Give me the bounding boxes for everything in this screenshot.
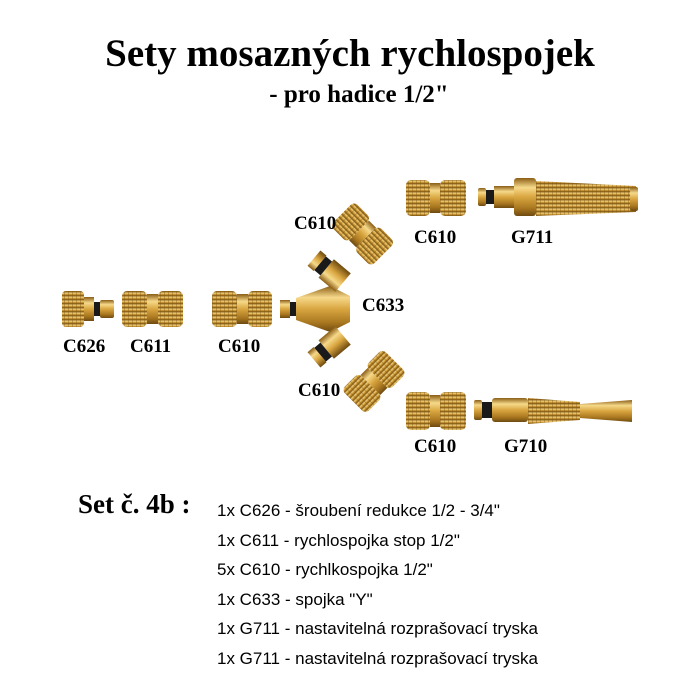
c610-bottom-part [406, 392, 466, 430]
c610-left-part [212, 291, 272, 327]
c610-upper-branch-part [332, 203, 394, 265]
label-g710: G710 [504, 436, 548, 457]
c633-part [280, 250, 351, 368]
c611-part [122, 291, 183, 327]
label-c610-left: C610 [218, 336, 261, 357]
set-item: 1x G711 - nastavitelná rozprašovací trys… [217, 619, 538, 638]
set-item: 5x C610 - rychlkospojka 1/2" [217, 560, 433, 579]
set-item: 1x C626 - šroubení redukce 1/2 - 3/4" [217, 501, 500, 520]
c610-lower-branch-part [343, 350, 405, 412]
label-c610-upper-branch: C610 [294, 213, 337, 234]
page-title: Sety mosazných rychlospojek [105, 32, 595, 75]
set-item: 1x C633 - spojka "Y" [217, 589, 373, 609]
label-c626: C626 [63, 336, 106, 357]
label-c610-bottom: C610 [414, 436, 457, 457]
set-item: 1x C611 - rychlospojka stop 1/2" [217, 530, 460, 550]
set-contents-list: 1x C626 - šroubení redukce 1/2 - 3/4" 1x… [217, 496, 538, 673]
label-c610-lower-branch: C610 [298, 380, 341, 401]
label-c611: C611 [130, 336, 172, 357]
label-c633: C633 [362, 295, 405, 316]
g710-part [474, 398, 632, 424]
label-c610-top: C610 [414, 227, 457, 248]
set-item: 1x G711 - nastavitelná rozprašovací trys… [217, 648, 538, 668]
page-subtitle: - pro hadice 1/2" [269, 81, 449, 108]
c626-part [62, 291, 114, 327]
label-g711: G711 [511, 227, 554, 248]
g711-part [478, 178, 638, 216]
c610-top-part [406, 180, 466, 216]
set-title: Set č. 4b : [78, 489, 191, 519]
